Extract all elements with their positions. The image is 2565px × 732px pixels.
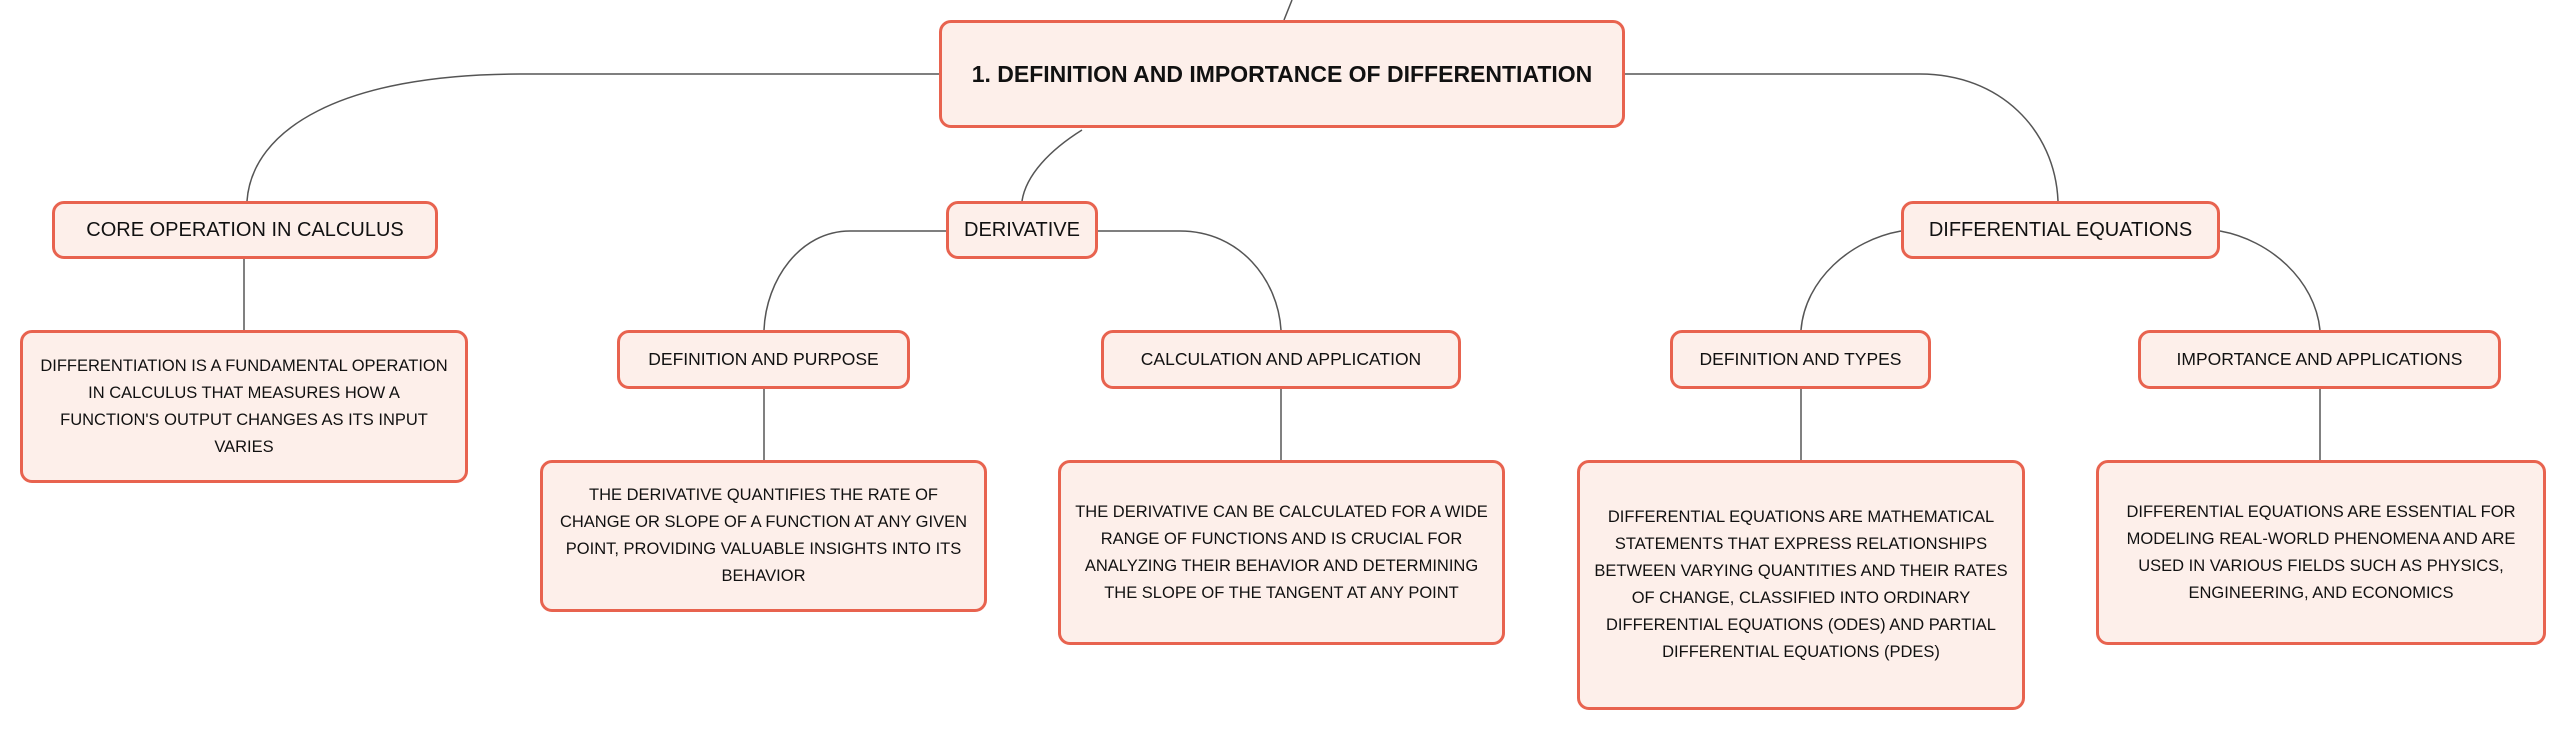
node-label: DEFINITION AND PURPOSE — [648, 349, 879, 369]
node-core-operation[interactable]: CORE OPERATION IN CALCULUS — [52, 201, 438, 259]
node-importance-detail[interactable]: DIFFERENTIAL EQUATIONS ARE ESSENTIAL FOR… — [2096, 460, 2546, 645]
node-derivative[interactable]: DERIVATIVE — [946, 201, 1098, 259]
node-text: THE DERIVATIVE CAN BE CALCULATED FOR A W… — [1075, 502, 1488, 602]
node-definition-types[interactable]: DEFINITION AND TYPES — [1670, 330, 1931, 389]
connector-diffeq-types — [1800, 230, 1902, 331]
node-definition-detail[interactable]: THE DERIVATIVE QUANTIFIES THE RATE OF CH… — [540, 460, 987, 612]
connector-diffeq-importance — [2219, 230, 2321, 331]
node-label: CORE OPERATION IN CALCULUS — [86, 218, 404, 241]
node-calculation-application[interactable]: CALCULATION AND APPLICATION — [1101, 330, 1461, 389]
connector-derivative-definition — [763, 230, 946, 331]
node-definition-purpose[interactable]: DEFINITION AND PURPOSE — [617, 330, 910, 389]
node-calculation-detail[interactable]: THE DERIVATIVE CAN BE CALCULATED FOR A W… — [1058, 460, 1505, 645]
connector-parent — [1283, 0, 1293, 21]
node-label: DERIVATIVE — [964, 218, 1080, 241]
node-core-detail[interactable]: DIFFERENTIATION IS A FUNDAMENTAL OPERATI… — [20, 330, 468, 483]
node-text: DIFFERENTIAL EQUATIONS ARE ESSENTIAL FOR… — [2126, 502, 2516, 602]
node-label: DIFFERENTIAL EQUATIONS — [1928, 218, 2193, 241]
connector-root-derivative — [1021, 129, 1083, 202]
node-label: DEFINITION AND TYPES — [1699, 349, 1902, 369]
node-types-detail[interactable]: DIFFERENTIAL EQUATIONS ARE MATHEMATICAL … — [1577, 460, 2025, 710]
node-text: THE DERIVATIVE QUANTIFIES THE RATE OF CH… — [559, 486, 968, 585]
node-differential-equations[interactable]: DIFFERENTIAL EQUATIONS — [1901, 201, 2220, 259]
connector-root-diffeq — [1625, 73, 2059, 202]
root-node[interactable]: 1. DEFINITION AND IMPORTANCE OF DIFFEREN… — [939, 20, 1625, 128]
node-label: CALCULATION AND APPLICATION — [1140, 349, 1422, 369]
node-text: DIFFERENTIAL EQUATIONS ARE MATHEMATICAL … — [1594, 508, 2008, 661]
node-text: DIFFERENTIATION IS A FUNDAMENTAL OPERATI… — [40, 356, 448, 456]
connector-root-core — [246, 73, 939, 202]
root-label: 1. DEFINITION AND IMPORTANCE OF DIFFEREN… — [971, 60, 1593, 87]
connector-derivative-calculation — [1098, 230, 1282, 331]
node-label: IMPORTANCE AND APPLICATIONS — [2176, 349, 2463, 369]
node-importance-applications[interactable]: IMPORTANCE AND APPLICATIONS — [2138, 330, 2501, 389]
